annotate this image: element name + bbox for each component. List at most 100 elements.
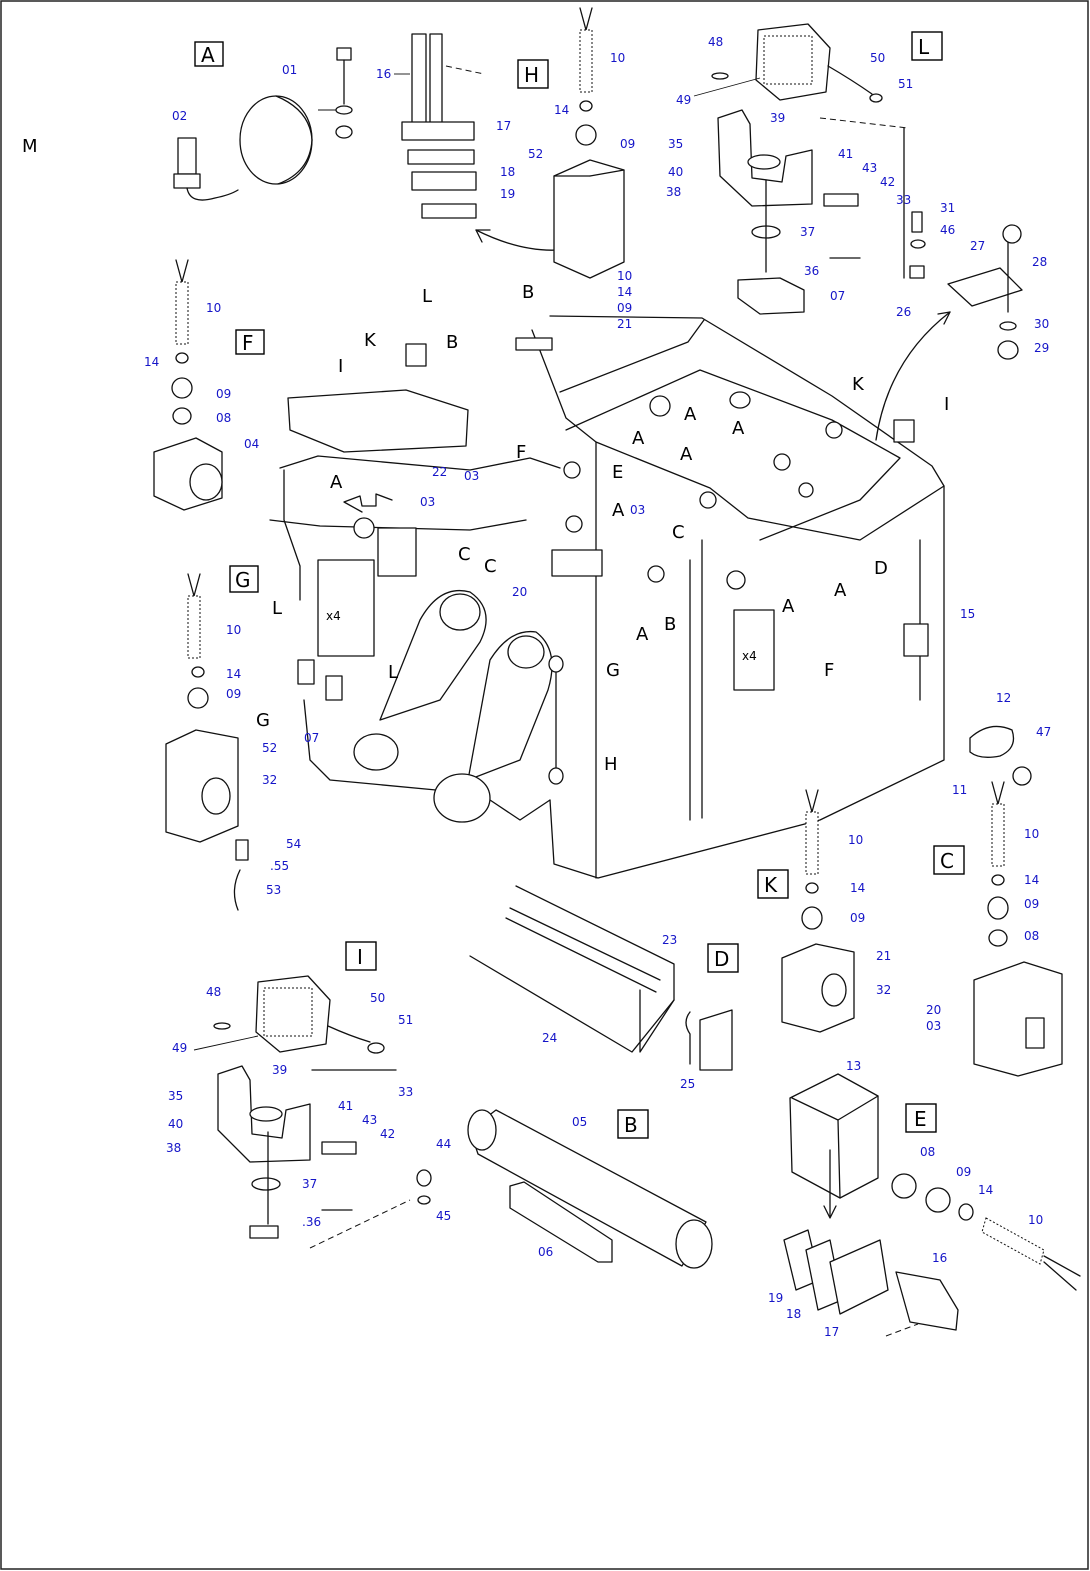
nut-47 — [1012, 766, 1032, 786]
view-H-sensor: H 10 14 09 52 10 14 09 21 — [517, 7, 635, 331]
arrow-label-A: A — [636, 624, 649, 645]
nut-45 — [417, 1195, 431, 1205]
bulb-socket — [173, 173, 201, 189]
arrow-label-L: L — [272, 598, 282, 619]
plate-19 — [421, 203, 477, 219]
callout-48: 48 — [708, 35, 723, 49]
switch-dial — [821, 973, 847, 1007]
callout-40: 40 — [168, 1117, 183, 1131]
nut-29 — [997, 340, 1019, 360]
cable — [187, 595, 201, 659]
cable-end — [579, 7, 593, 31]
pivot-right — [507, 635, 545, 669]
arrow-label-A: A — [684, 404, 697, 425]
callout-28: 28 — [1032, 255, 1047, 269]
sensor-pt — [825, 421, 843, 439]
callout-33: 33 — [398, 1085, 413, 1099]
callout-37: 37 — [800, 225, 815, 239]
plate-27 — [947, 267, 1023, 307]
bolt-31 — [911, 211, 923, 233]
plate-17b — [407, 149, 475, 165]
nut-09 — [987, 896, 1009, 920]
arrow-label-H: H — [604, 754, 618, 775]
callout-22: 22 — [432, 465, 447, 479]
chassis-top-frame — [531, 329, 945, 541]
callout-12: 12 — [996, 691, 1011, 705]
bolt-head — [336, 47, 352, 61]
view-box-L — [911, 31, 943, 61]
sensor-pt — [729, 391, 751, 409]
edge — [837, 1119, 841, 1199]
washer-30 — [999, 321, 1017, 331]
callout-26: 26 — [896, 305, 911, 319]
callout-21: 21 — [617, 317, 632, 331]
arrow-label-L: L — [388, 662, 398, 683]
quantity-label-right: x4 — [742, 649, 757, 663]
edge — [589, 169, 625, 177]
battery-box-left — [317, 559, 375, 657]
washer-37 — [251, 1177, 281, 1191]
nut-09 — [575, 124, 597, 146]
callout-31: 31 — [940, 201, 955, 215]
view-label-K: K — [764, 873, 778, 897]
headlamp-lens — [239, 95, 313, 185]
ring-14 — [191, 666, 205, 678]
switch-52 — [165, 729, 239, 843]
callout-54: 54 — [286, 837, 301, 851]
switch-15 — [903, 623, 929, 657]
callout-46: 46 — [940, 223, 955, 237]
chassis-left-top — [279, 455, 561, 471]
callout-07: 07 — [304, 731, 319, 745]
edge — [791, 1097, 839, 1121]
switch-slot — [1025, 1017, 1045, 1049]
washer-39 — [747, 154, 781, 170]
plate-17 — [829, 1239, 889, 1315]
callout-47: 47 — [1036, 725, 1051, 739]
callout-09: 09 — [850, 911, 865, 925]
lamp-mount-1 — [297, 659, 315, 685]
view-K-sensor: K 10 14 09 21 32 — [757, 789, 891, 1033]
view-label-L: L — [918, 35, 930, 59]
bracket-16 — [895, 1271, 959, 1331]
callout-09: 09 — [956, 1165, 971, 1179]
callout-14: 14 — [978, 1183, 993, 1197]
view-E-sensor: E 13 08 09 14 10 19 18 17 16 — [768, 1059, 1081, 1339]
dash-line — [819, 117, 909, 129]
callout-09: 09 — [617, 301, 632, 315]
plug-51 — [367, 1042, 385, 1054]
clip-25 — [699, 1009, 733, 1071]
plate-17 — [401, 121, 475, 141]
callout-17: 17 — [824, 1325, 839, 1339]
sensor-pt — [565, 515, 583, 533]
lamp-wire — [827, 65, 873, 95]
callout-10: 10 — [1028, 1213, 1043, 1227]
callout-09: 09 — [620, 137, 635, 151]
arrow-label-L: L — [422, 286, 432, 307]
view-arrows: A A A A A A A A A B B B C C C D E F F G … — [256, 282, 949, 775]
arrow-label-C: C — [672, 522, 685, 543]
cylinder-cap-left — [467, 1109, 497, 1151]
sensor-pt — [353, 517, 375, 539]
callout-41: 41 — [338, 1099, 353, 1113]
pin-lower-left — [353, 733, 399, 771]
clip-54 — [235, 839, 249, 861]
callout-32: 32 — [876, 983, 891, 997]
washer-39 — [249, 1106, 283, 1122]
view-B-cylinder: B 05 06 — [467, 1109, 713, 1269]
callout-36: 36 — [804, 264, 819, 278]
arrow-label-A: A — [330, 472, 343, 493]
callout-41: 41 — [838, 147, 853, 161]
callout-10: 10 — [610, 51, 625, 65]
battery-box-right — [733, 609, 775, 691]
callout-01: 01 — [282, 63, 297, 77]
callout-10: 10 — [617, 269, 632, 283]
callout-04: 04 — [244, 437, 259, 451]
callout-48: 48 — [206, 985, 221, 999]
cable-end — [187, 573, 201, 597]
callout-23: 23 — [662, 933, 677, 947]
arrow-label-A: A — [680, 444, 693, 465]
nut-09 — [925, 1187, 951, 1213]
screw-42 — [823, 193, 859, 207]
callout-43: 43 — [862, 161, 877, 175]
arrow-label-I: I — [944, 394, 949, 415]
